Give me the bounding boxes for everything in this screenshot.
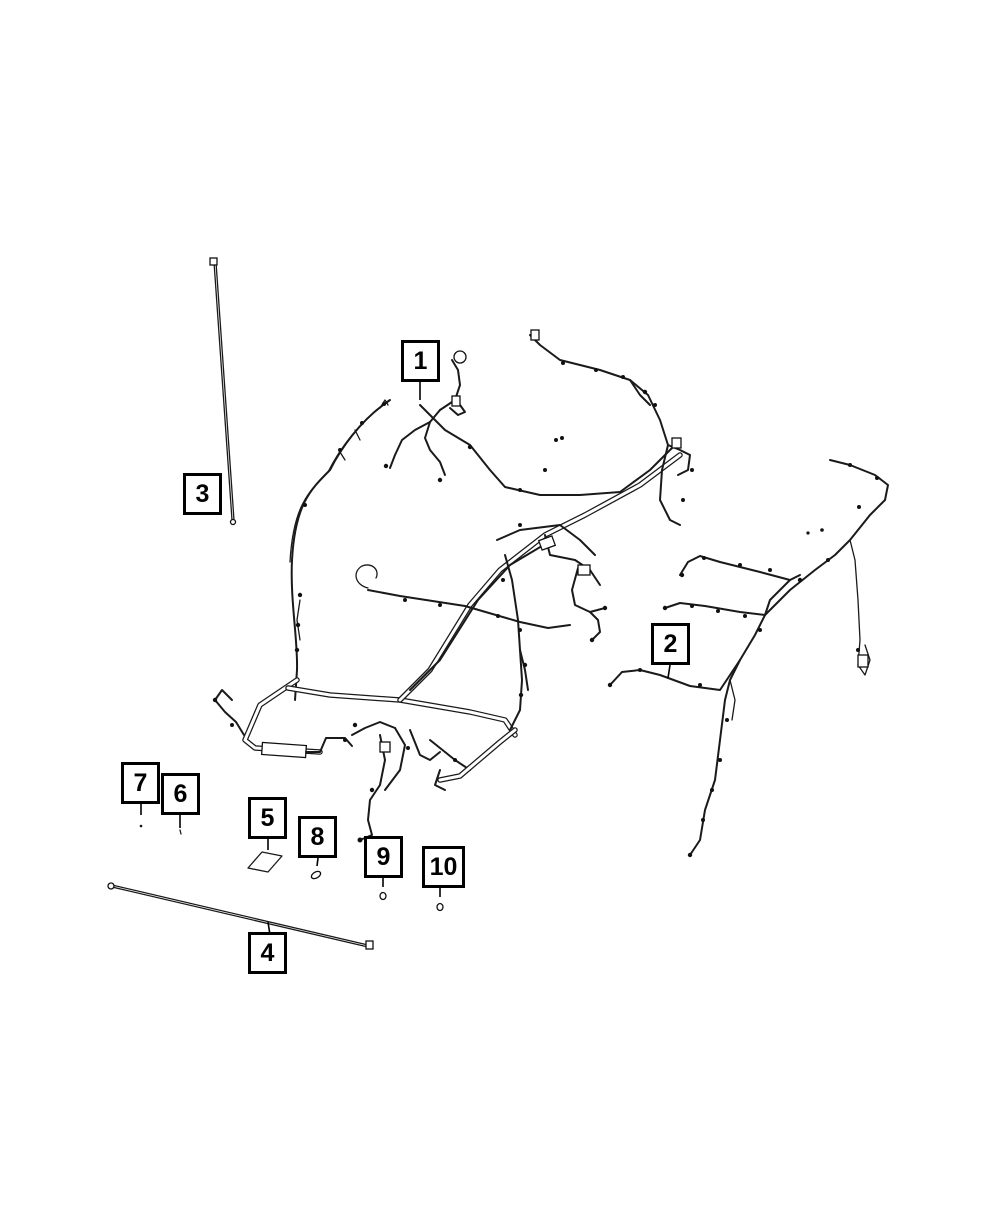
part-4-cable xyxy=(107,882,374,950)
part-5-pad xyxy=(247,851,283,873)
part-1-main-harness xyxy=(212,329,694,843)
part-2-body-harness xyxy=(607,459,889,858)
callout-1: 1 xyxy=(401,340,440,382)
part-9-fastener xyxy=(379,891,387,901)
callout-10: 10 xyxy=(422,846,465,888)
part-3-cable xyxy=(209,257,237,526)
callout-6: 6 xyxy=(161,773,200,815)
callout-2: 2 xyxy=(651,623,690,665)
part-6-clip xyxy=(179,829,182,835)
part-7-clip xyxy=(139,824,143,828)
callout-8: 8 xyxy=(298,816,337,858)
part-8-grommet xyxy=(310,870,322,880)
leader-lines xyxy=(140,382,671,936)
callout-9: 9 xyxy=(364,836,403,878)
part-10-fastener xyxy=(436,902,444,912)
callout-4: 4 xyxy=(248,932,287,974)
callout-5: 5 xyxy=(248,797,287,839)
callout-3: 3 xyxy=(183,473,222,515)
callout-7: 7 xyxy=(121,762,160,804)
